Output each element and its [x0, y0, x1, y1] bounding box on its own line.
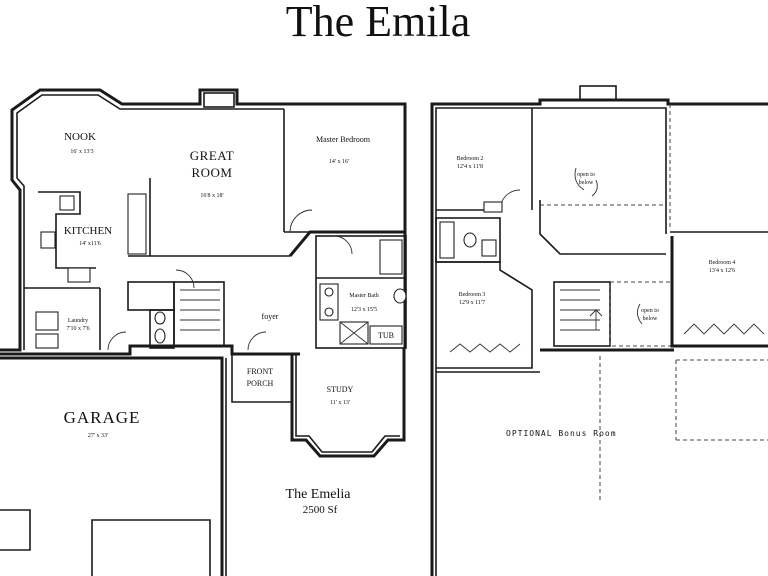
plan-title: The Emila [286, 0, 471, 46]
master-bath-label: Master Bath [349, 293, 379, 299]
master-bedroom-label: Master Bedroom [316, 135, 371, 144]
nook-dims: 16' x 13'3 [70, 149, 93, 155]
great-room-label-2: ROOM [191, 165, 232, 180]
foyer-label: foyer [262, 312, 279, 321]
laundry-dims: 7'10 x 7'6 [66, 326, 89, 332]
main-floor-walls [0, 88, 407, 576]
curved-arrow-icon-3 [637, 303, 643, 325]
plan-name: The Emelia [286, 487, 352, 502]
front-porch-label-2: PORCH [247, 379, 274, 388]
laundry-label: Laundry [68, 318, 88, 324]
room-labels: NOOK 16' x 13'3 GREAT ROOM 16'8 x 18' Ma… [64, 131, 736, 439]
open-to-below-2-line2: below [643, 316, 658, 322]
master-bath-dims: 12'3 x 15'5 [351, 307, 377, 313]
bedroom3-label: Bedroom 3 [459, 292, 486, 298]
bedroom4-dims: 13'4 x 12'6 [709, 268, 735, 274]
annotations: open to below open to below OPTIONAL Bon… [506, 167, 659, 438]
plan-area: 2500 Sf [303, 504, 338, 516]
bedroom2-label: Bedroom 2 [457, 156, 484, 162]
open-to-below-1-line1: open to [577, 172, 595, 178]
up-arrow-icon [589, 308, 603, 330]
upper-floor-walls [430, 85, 768, 576]
kitchen-label: KITCHEN [64, 225, 112, 237]
kitchen-dims: 14' x11'6 [79, 241, 100, 247]
bedroom3-dims: 12'9 x 11'7 [459, 300, 485, 306]
great-room-dims: 16'8 x 18' [200, 193, 223, 199]
study-dims: 11' x 13' [330, 400, 350, 406]
bonus-room-note: OPTIONAL Bonus Room [506, 429, 617, 438]
study-label: STUDY [327, 385, 354, 394]
tub-label: TUB [378, 331, 394, 340]
great-room-label-1: GREAT [190, 148, 234, 163]
bedroom4-label: Bedroom 4 [709, 260, 736, 266]
bedroom2-dims: 12'4 x 11'8 [457, 164, 483, 170]
open-to-below-1-line2: below [579, 180, 594, 186]
master-bedroom-dims: 14' x 16' [329, 159, 349, 165]
curved-arrow-icon-2 [591, 179, 598, 197]
nook-label: NOOK [64, 131, 96, 143]
open-to-below-2-line1: open to [641, 308, 659, 314]
front-porch-label-1: FRONT [247, 367, 273, 376]
garage-label: GARAGE [64, 408, 141, 427]
curved-arrow-icon [574, 167, 585, 191]
garage-dims: 27' x 33' [88, 433, 108, 439]
